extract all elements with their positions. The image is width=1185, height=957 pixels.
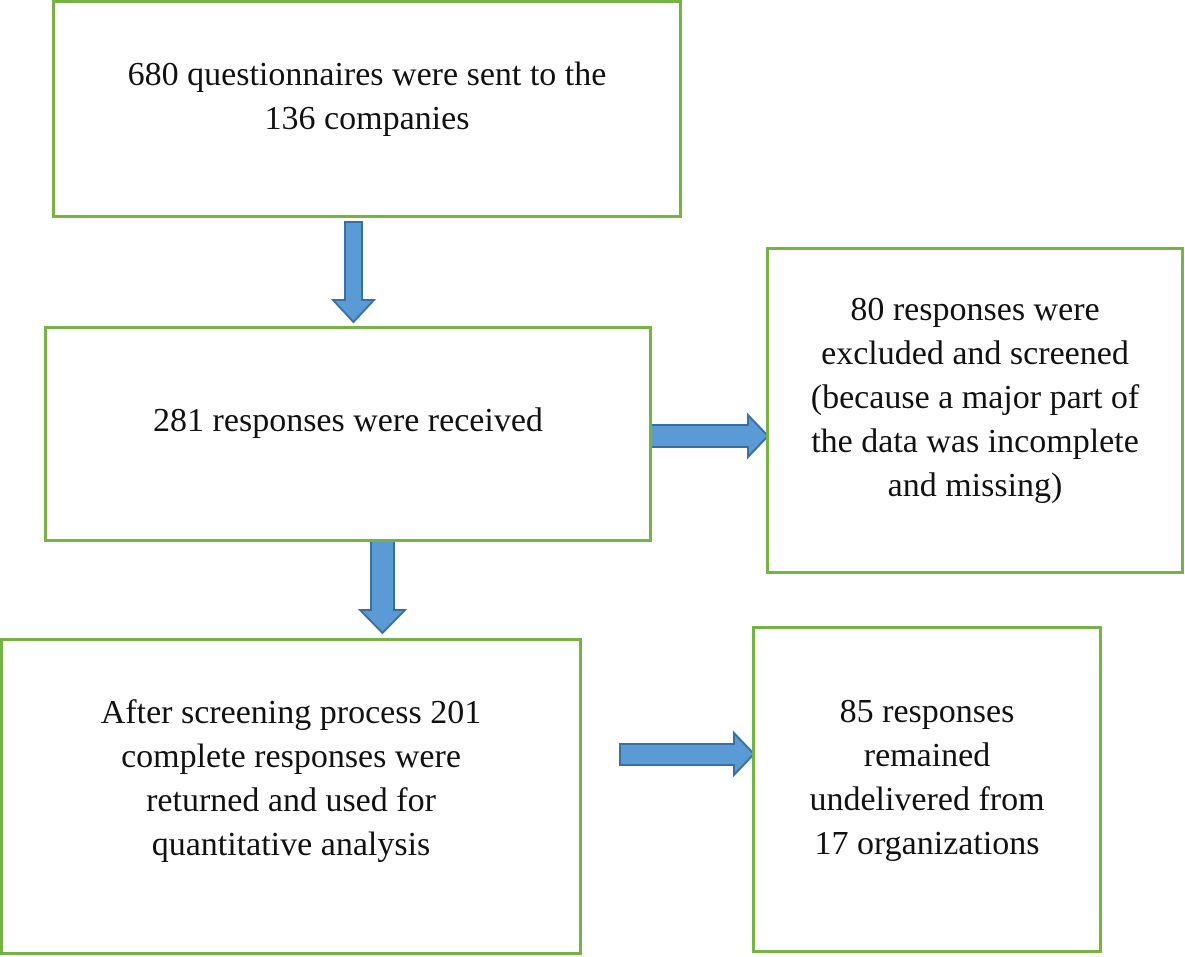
box-complete-responses-text: After screening process 201 complete res… xyxy=(3,691,579,867)
arrow-down-received-to-complete xyxy=(357,532,408,635)
box-text-line: After screening process 201 xyxy=(100,694,482,731)
arrow-down-sent-to-received xyxy=(330,221,377,324)
box-text-line: 281 responses were received xyxy=(153,402,543,439)
box-text-line: quantitative analysis xyxy=(151,826,431,863)
box-responses-received-text: 281 responses were received xyxy=(47,399,649,443)
arrow-right-received-to-excluded xyxy=(633,412,770,460)
box-questionnaires-sent: 680 questionnaires were sent to the 136 … xyxy=(52,0,682,218)
box-complete-responses: After screening process 201 complete res… xyxy=(0,638,582,955)
box-text-line: complete responses were xyxy=(121,738,461,775)
box-text-line: 680 questionnaires were sent to the xyxy=(127,56,607,93)
box-responses-excluded: 80 responses were excluded and screened … xyxy=(766,247,1184,574)
box-text-line: returned and used for xyxy=(146,782,436,819)
box-text-line: 17 organizations xyxy=(814,825,1040,862)
box-text-line: 136 companies xyxy=(264,100,470,137)
box-text-line: (because a major part of xyxy=(810,379,1140,416)
box-responses-excluded-text: 80 responses were excluded and screened … xyxy=(769,288,1181,508)
arrow-right-complete-to-undelivered xyxy=(619,730,756,778)
box-text-line: and missing) xyxy=(887,467,1063,504)
box-text-line: the data was incomplete xyxy=(811,423,1139,460)
box-undelivered-responses: 85 responses remained undelivered from 1… xyxy=(752,626,1102,953)
box-questionnaires-sent-text: 680 questionnaires were sent to the 136 … xyxy=(55,53,679,141)
box-undelivered-responses-text: 85 responses remained undelivered from 1… xyxy=(755,690,1099,866)
box-text-line: 85 responses xyxy=(839,693,1015,730)
box-text-line: 80 responses were xyxy=(850,291,1100,328)
box-text-line: undelivered from xyxy=(809,781,1045,818)
box-responses-received: 281 responses were received xyxy=(44,326,652,542)
box-text-line: excluded and screened xyxy=(821,335,1129,372)
box-text-line: remained xyxy=(863,737,991,774)
